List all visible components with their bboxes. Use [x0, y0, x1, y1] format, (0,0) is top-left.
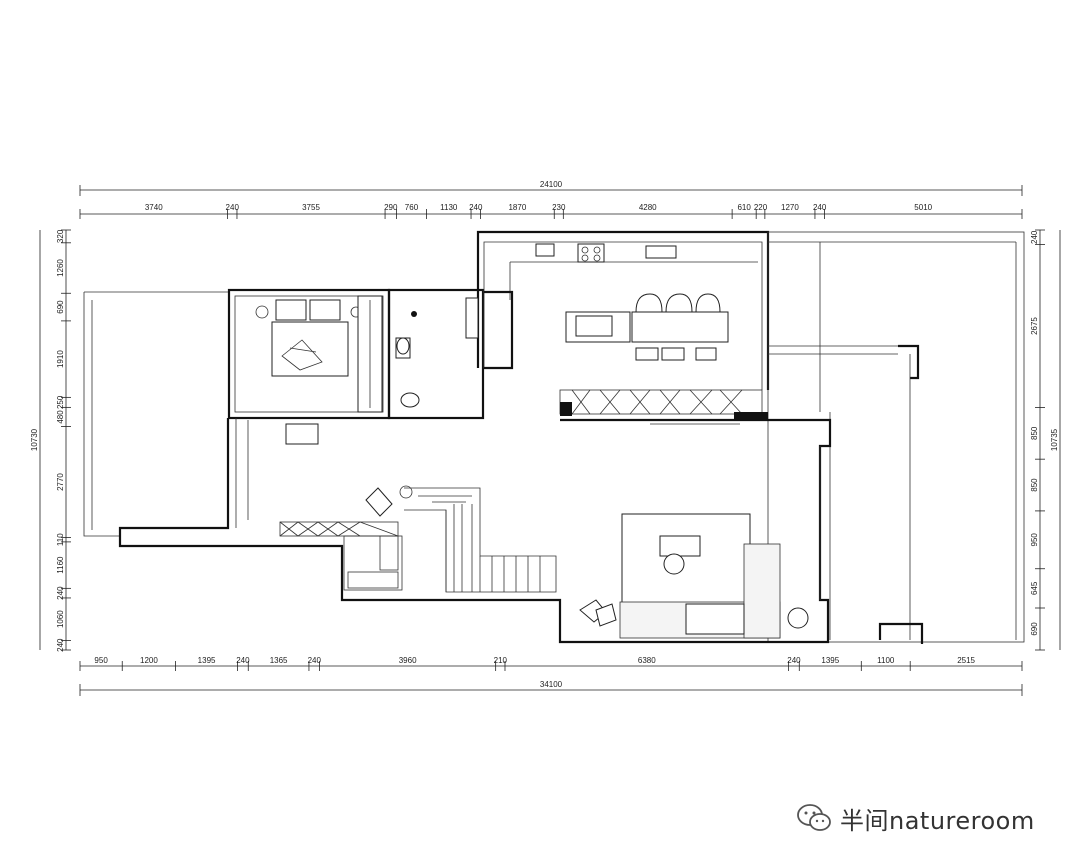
bathroom [387, 288, 485, 420]
dim-top-segment-3: 290 [384, 203, 398, 212]
dim-top-segment-6: 240 [469, 203, 483, 212]
dim-bottom-segment-9: 240 [787, 656, 801, 665]
dining-table [631, 311, 729, 343]
dim-right-segment-4: 950 [1030, 533, 1039, 547]
dim-top-segment-9: 4280 [639, 203, 657, 212]
side-table [787, 607, 809, 629]
dim-right-segment-6: 690 [1030, 622, 1039, 636]
dim-right-segment-2: 850 [1030, 426, 1039, 440]
armchair [365, 487, 393, 517]
dim-bottom-total: 34100 [540, 680, 563, 689]
dim-bottom-segment-0: 950 [94, 656, 108, 665]
dim-bottom-segment-10: 1395 [821, 656, 839, 665]
dim-top-segment-14: 5010 [914, 203, 932, 212]
dim-top-segment-8: 230 [552, 203, 566, 212]
dim-top-segment-2: 3755 [302, 203, 320, 212]
dim-left-segment-0: 320 [56, 229, 65, 243]
wechat-icon [797, 804, 831, 831]
dim-right-segment-0: 240 [1030, 230, 1039, 244]
dim-left-segment-10: 1060 [56, 610, 65, 628]
dim-right-segment-1: 2675 [1030, 317, 1039, 335]
wall-cabinet [559, 389, 768, 425]
stove [577, 243, 605, 263]
coffee-table [659, 535, 701, 557]
dim-left-segment-6: 2770 [56, 473, 65, 491]
dim-right-segment-3: 850 [1030, 478, 1039, 492]
dim-bottom-segment-2: 1395 [198, 656, 216, 665]
watermark: 半间natureroom [796, 800, 1035, 836]
dim-bottom-segment-1: 1200 [140, 656, 158, 665]
living-hall [118, 418, 832, 644]
dimension-lines: 24100 3740 240 3755 290 760 1130 240 1870 230 428… [30, 180, 1061, 696]
building-walls [83, 230, 1025, 644]
dim-left-segment-4: 250 [56, 395, 65, 409]
dim-left-segment-3: 1910 [56, 350, 65, 368]
dim-bottom-segment-3: 240 [236, 656, 250, 665]
dim-top-segment-1: 240 [226, 203, 240, 212]
dim-bottom-segment-12: 2515 [957, 656, 975, 665]
dim-bottom-segment-11: 1100 [877, 656, 895, 665]
dim-top-segment-0: 3740 [145, 203, 163, 212]
dim-right-total: 10735 [1050, 428, 1059, 451]
shoe-cabinet [285, 423, 319, 445]
carpet [621, 513, 751, 605]
dim-left-segment-1: 1260 [56, 259, 65, 277]
dim-bottom-segment-6: 3960 [399, 656, 417, 665]
staircase [404, 487, 557, 593]
storage-cabinet [279, 521, 403, 591]
dim-left-segment-7: 110 [56, 533, 65, 546]
basin [400, 392, 420, 408]
dim-top-segment-5: 1130 [440, 203, 458, 212]
dim-top-segment-11: 220 [754, 203, 768, 212]
dim-left-total: 10730 [30, 428, 39, 451]
watermark-text: 半间natureroom [840, 806, 1035, 835]
dim-bottom-segment-4: 1365 [270, 656, 288, 665]
dim-left-segment-11: 240 [56, 638, 65, 652]
dim-left-segment-5: 480 [56, 410, 65, 424]
dim-top-segment-7: 1870 [508, 203, 526, 212]
dim-top-segment-10: 610 [737, 203, 751, 212]
kitchen [476, 230, 770, 390]
dim-top-segment-13: 240 [813, 203, 827, 212]
dim-top-total: 24100 [540, 180, 563, 189]
dim-bottom-segment-8: 6380 [638, 656, 656, 665]
dim-top-segment-4: 760 [405, 203, 419, 212]
dim-left-segment-2: 690 [56, 300, 65, 314]
dim-left-segment-8: 1160 [56, 556, 65, 574]
dim-bottom-segment-5: 240 [308, 656, 322, 665]
right-terrace [767, 231, 1025, 643]
dim-right-segment-5: 645 [1030, 581, 1039, 595]
dim-bottom-segment-7: 210 [494, 656, 508, 665]
furniture [255, 243, 809, 639]
dim-left-segment-9: 240 [56, 586, 65, 600]
dim-top-segment-12: 1270 [781, 203, 799, 212]
